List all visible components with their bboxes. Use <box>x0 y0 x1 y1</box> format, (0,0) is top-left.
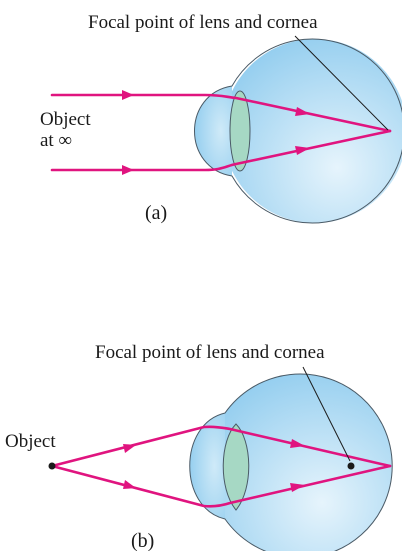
arrowhead-b3 <box>290 439 305 448</box>
arrowhead-b4 <box>290 483 305 492</box>
arrowhead-b2 <box>123 480 136 489</box>
eyeball-sphere-a <box>223 39 402 223</box>
eyeball-outline-b <box>189 373 393 551</box>
light-rays-a <box>50 90 392 175</box>
arrowhead-a1 <box>122 90 134 100</box>
object-label-a-line1: Object <box>40 109 91 130</box>
panel-label-b: (b) <box>131 530 154 551</box>
ray-upper-a <box>50 93 392 133</box>
arrowhead-b1 <box>123 444 136 453</box>
arrowhead-a4 <box>295 146 310 155</box>
focal-point-label-b: Focal point of lens and cornea <box>95 342 325 363</box>
panel-label-a: (a) <box>145 202 167 224</box>
object-label-a-line2: at ∞ <box>40 130 72 151</box>
light-rays-b <box>50 425 392 508</box>
object-label-b: Object <box>5 431 56 452</box>
ray-lower-a <box>50 129 392 172</box>
focal-point-dot-b <box>347 462 355 470</box>
eyeball-a <box>194 38 402 224</box>
cornea-a <box>194 86 232 176</box>
crystalline-lens-a <box>229 90 251 172</box>
ray-lower-b <box>50 464 392 508</box>
crystalline-lens-b <box>222 423 250 511</box>
focal-point-label-a: Focal point of lens and cornea <box>88 12 318 33</box>
arrowhead-a3 <box>295 107 310 116</box>
arrowhead-a2 <box>122 165 134 175</box>
cornea-b <box>189 413 225 519</box>
ray-upper-b <box>50 425 392 468</box>
panel-a: Focal point of lens and cornea Object at… <box>40 12 402 224</box>
eyeball-b <box>189 373 393 551</box>
object-point-b <box>48 462 56 470</box>
panel-b: Focal point of lens and cornea Object (b… <box>5 342 393 551</box>
focal-leader-line-a <box>294 35 389 131</box>
eyeball-sphere-b <box>208 374 392 551</box>
focal-leader-line-b <box>302 366 351 462</box>
